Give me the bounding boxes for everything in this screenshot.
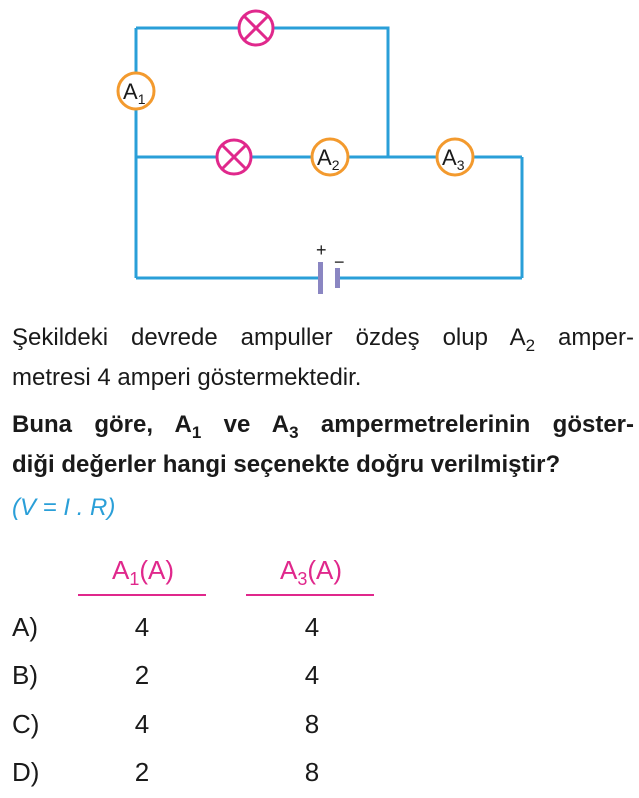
column-header-a1: A1(A) <box>111 555 175 589</box>
column-rule-a3 <box>246 594 374 596</box>
bulb-middle <box>215 138 253 176</box>
question-line-2: diği değerler hangi seçenekte doğru veri… <box>12 451 561 478</box>
option-a3-value: 8 <box>304 757 320 787</box>
option-a3-value: 4 <box>304 612 320 642</box>
battery: + − <box>316 240 345 294</box>
option-a3-value: 8 <box>304 709 320 739</box>
intro-line-1: Şekildeki devrede ampuller özdeş olup A2… <box>12 324 635 355</box>
ammeter-a1: A1 <box>116 71 156 111</box>
ammeter-a3-label: A3 <box>442 145 465 173</box>
wire-top <box>136 26 390 157</box>
option-letter: D) <box>12 757 40 787</box>
option-letter: A) <box>12 612 38 642</box>
option-a1-value: 4 <box>134 612 150 642</box>
question-paragraph: Buna göre, A1 ve A3 ampermetrelerinin gö… <box>12 405 634 485</box>
intro-line-2: metresi 4 amperi göstermektedir. <box>12 364 362 391</box>
column-rule-a1 <box>78 594 206 596</box>
ammeter-a2: A2 <box>310 137 350 177</box>
option-a[interactable]: A) 4 4 <box>0 612 400 652</box>
circuit-diagram: A1 A2 A3 + − <box>116 9 524 294</box>
battery-minus-sign: − <box>334 252 345 272</box>
ammeter-a3: A3 <box>435 137 475 177</box>
bulb-top <box>237 9 275 47</box>
option-letter: B) <box>12 660 38 690</box>
option-a3-value: 4 <box>304 660 320 690</box>
ammeter-a1-label: A1 <box>123 79 146 107</box>
option-d[interactable]: D) 2 8 <box>0 757 400 797</box>
formula-hint: (V = I . R) <box>12 494 116 521</box>
option-a1-value: 2 <box>134 757 150 787</box>
question-line-1: Buna göre, A1 ve A3 ampermetrelerinin gö… <box>12 411 635 442</box>
option-a1-value: 4 <box>134 709 150 739</box>
battery-plus-sign: + <box>316 240 327 260</box>
option-b[interactable]: B) 2 4 <box>0 660 400 700</box>
option-letter: C) <box>12 709 40 739</box>
option-c[interactable]: C) 4 8 <box>0 709 400 749</box>
intro-paragraph: Şekildeki devrede ampuller özdeş olup A2… <box>12 318 634 398</box>
option-a1-value: 2 <box>134 660 150 690</box>
column-header-a3: A3(A) <box>279 555 343 589</box>
ammeter-a2-label: A2 <box>317 145 340 173</box>
